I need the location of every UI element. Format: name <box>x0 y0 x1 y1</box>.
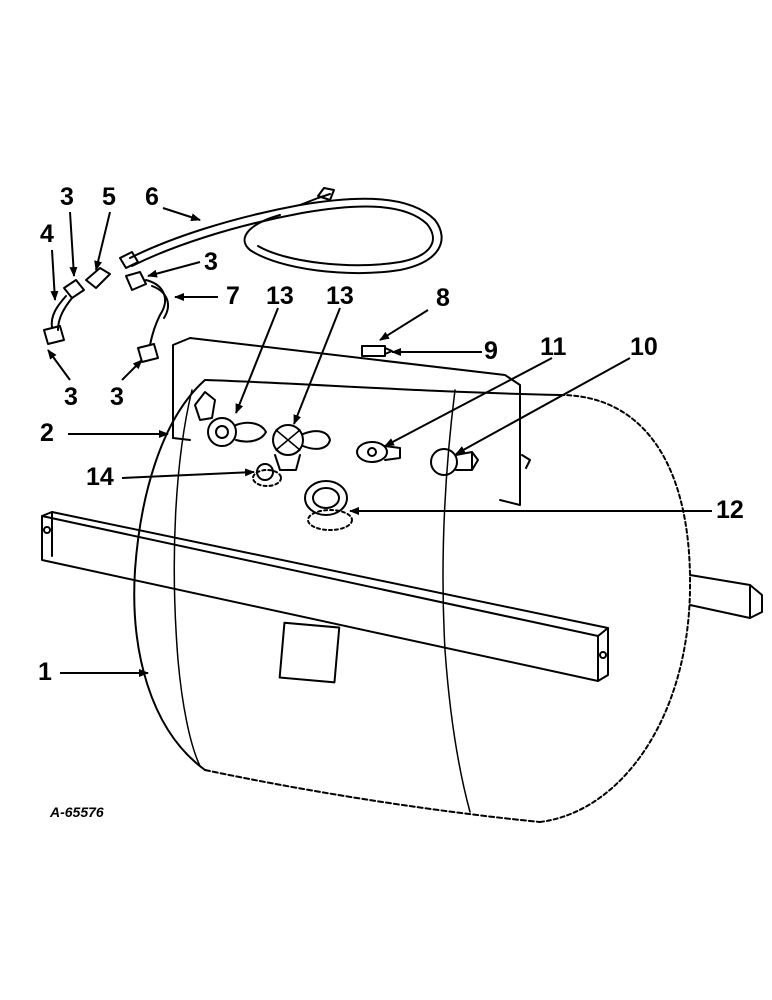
plug-14 <box>252 463 282 487</box>
callout-3-bottom-left: 3 <box>64 383 78 411</box>
leader-8 <box>379 309 429 341</box>
leader-3b <box>147 261 201 278</box>
callout-1: 1 <box>38 658 52 686</box>
hose-4 <box>43 295 73 345</box>
leader-14 <box>121 468 255 479</box>
fitting-10 <box>430 448 479 476</box>
air-tank <box>133 337 692 823</box>
side-pipe <box>689 574 763 619</box>
leader-6 <box>162 207 201 222</box>
callout-13-right: 13 <box>326 282 354 310</box>
elbow-3-top <box>63 279 85 299</box>
callout-10: 10 <box>630 333 658 361</box>
leader-11 <box>384 357 553 447</box>
callout-3-right: 3 <box>204 248 218 276</box>
callout-9: 9 <box>484 337 498 365</box>
callout-3-top: 3 <box>60 183 74 211</box>
callout-13-left: 13 <box>266 282 294 310</box>
fitting-5 <box>85 267 111 289</box>
callout-11: 11 <box>540 333 567 361</box>
tube-7 <box>137 279 169 363</box>
callout-4: 4 <box>40 220 54 248</box>
leader-10 <box>455 357 631 455</box>
callout-5: 5 <box>102 183 116 211</box>
leader-3c <box>47 349 71 381</box>
leader-4 <box>50 249 59 301</box>
callout-3-bottom-right: 3 <box>110 383 124 411</box>
drain-valve-left <box>194 391 267 447</box>
leader-3d <box>121 359 143 381</box>
leader-3a <box>69 211 78 277</box>
drawing-code: A-65576 <box>50 804 104 820</box>
fitting-11 <box>356 441 401 463</box>
leader-13a <box>235 307 279 414</box>
callout-12: 12 <box>716 496 744 524</box>
hose-6 <box>119 187 443 275</box>
callout-14: 14 <box>86 463 114 491</box>
fitting-3-mid <box>125 271 147 291</box>
mounting-bar <box>41 511 609 682</box>
leader-5 <box>94 211 111 271</box>
callout-8: 8 <box>436 284 450 312</box>
pressure-gauge-12 <box>304 480 353 531</box>
clip-8-9 <box>361 345 393 357</box>
tank-label-plate <box>278 621 341 684</box>
drain-valve-right <box>272 424 331 471</box>
callout-6: 6 <box>145 183 159 211</box>
leader-13b <box>293 307 341 425</box>
callout-2: 2 <box>40 419 54 447</box>
callout-7: 7 <box>226 282 240 310</box>
